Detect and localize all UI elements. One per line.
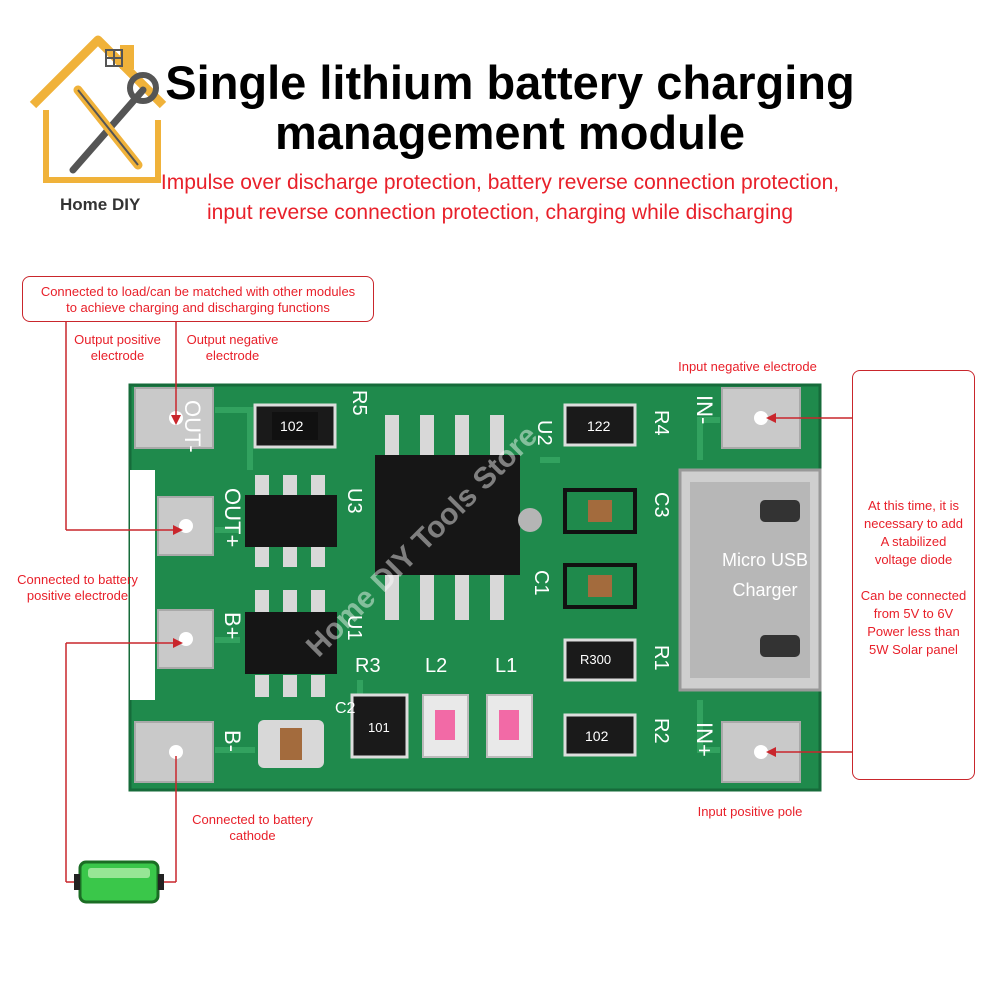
code-102a: 102 (280, 418, 304, 434)
battery-cathode-label: Connected to battery cathode (180, 812, 325, 844)
usb-label-line-1: Micro USB (721, 550, 808, 570)
silk-r4: R4 (650, 410, 672, 436)
load-note-line-1: Connected to load/can be matched with ot… (40, 284, 356, 299)
solar-note-box: At this time, it is necessary to add A s… (852, 370, 975, 780)
right-note-2: necessary to add (863, 516, 963, 531)
pcb-traces (215, 407, 720, 753)
silk-out-neg: OUT- (180, 400, 205, 453)
silk-b-neg: B- (220, 730, 245, 752)
store-watermark: Home DIY Tools Store (300, 419, 545, 664)
page-subtitle: Impulse over discharge protection, batte… (90, 168, 910, 228)
silk-in-pos: IN+ (692, 722, 717, 757)
silk-b-pos: B+ (220, 612, 245, 640)
title-line-2: management module (274, 106, 746, 159)
right-note-4: voltage diode (874, 552, 953, 567)
silk-r3: R3 (355, 655, 381, 677)
subtitle-line-1: Impulse over discharge protection, batte… (160, 171, 840, 194)
chip-u3 (245, 495, 337, 547)
silk-l1: L1 (495, 655, 518, 677)
right-note-7: Power less than (867, 624, 960, 639)
input-negative-label: Input negative electrode (678, 359, 817, 374)
silk-r5: R5 (348, 390, 370, 416)
silk-in-neg: IN- (692, 395, 717, 425)
batt-neg-line-2: cathode (229, 828, 276, 843)
board-notch (130, 470, 155, 700)
code-122: 122 (587, 418, 611, 434)
chip-u1 (245, 612, 337, 674)
silk-c2: C2 (335, 700, 356, 717)
page-title: Single lithium battery charging manageme… (140, 58, 880, 158)
usb-label-line-2: Charger (732, 580, 798, 600)
chip-u2 (375, 455, 520, 575)
silk-l2: L2 (425, 655, 448, 677)
batt-pos-line-1: Connected to battery (17, 572, 138, 587)
right-note-5: Can be connected (860, 588, 967, 603)
brand-name: Home DIY (60, 195, 141, 214)
silk-out-pos: OUT+ (220, 488, 245, 548)
load-note-line-2: to achieve charging and discharging func… (66, 300, 330, 315)
out-pos-line-2: electrode (90, 348, 145, 363)
batt-pos-line-2: positive electrode (26, 588, 129, 603)
out-neg-line-1: Output negative (186, 332, 279, 347)
right-note-6: from 5V to 6V (873, 606, 954, 621)
load-note-box: Connected to load/can be matched with ot… (22, 276, 374, 322)
battery-icon (74, 860, 164, 904)
silk-c3: C3 (650, 492, 672, 518)
output-positive-label: Output positive electrode (55, 332, 180, 364)
title-line-1: Single lithium battery charging (165, 56, 855, 109)
resistor-r2 (563, 713, 637, 757)
resistor-r1 (563, 638, 637, 682)
code-r300: R300 (580, 652, 612, 667)
subtitle-line-2: input reverse connection protection, cha… (206, 201, 793, 224)
resistor-r3 (350, 693, 409, 759)
chip-pins (255, 475, 325, 697)
silk-r1: R1 (650, 645, 672, 671)
output-negative-label: Output negative electrode (170, 332, 295, 364)
right-note-1: At this time, it is (867, 498, 960, 513)
connection-lines (65, 322, 852, 883)
battery-positive-label: Connected to battery positive electrode (5, 572, 150, 604)
silk-r2: R2 (650, 718, 672, 744)
right-note-8: 5W Solar panel (869, 642, 958, 657)
batt-neg-line-1: Connected to battery (192, 812, 313, 827)
code-101: 101 (368, 720, 390, 735)
house-tools-icon (29, 35, 167, 183)
usb-charger-label: Micro USB Charger (700, 545, 830, 605)
resistor-r4 (563, 403, 637, 447)
right-note-3: A stabilized (880, 534, 947, 549)
brand-logo (18, 10, 168, 195)
input-positive-label: Input positive pole (697, 804, 803, 819)
silk-u3: U3 (343, 488, 365, 514)
out-neg-line-2: electrode (205, 348, 260, 363)
silk-c1: C1 (530, 570, 552, 596)
code-102b: 102 (585, 728, 609, 744)
solder-pads (134, 387, 801, 783)
out-pos-line-1: Output positive (74, 332, 161, 347)
